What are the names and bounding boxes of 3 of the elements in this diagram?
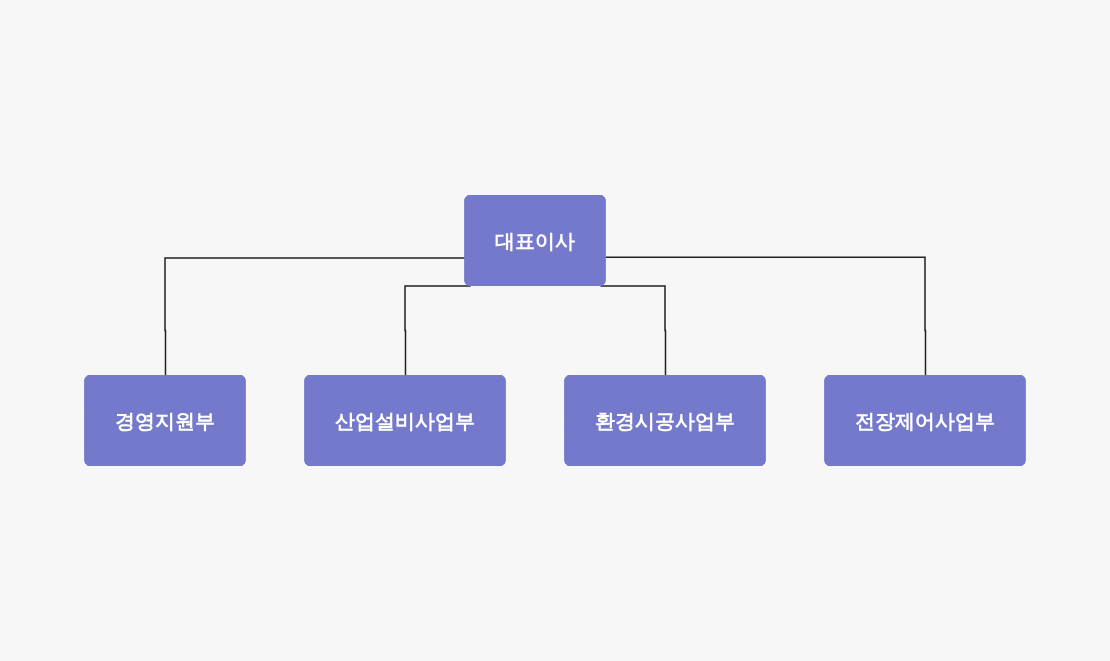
connector bbox=[604, 256, 927, 377]
connector bbox=[599, 285, 667, 377]
connector bbox=[164, 257, 467, 377]
